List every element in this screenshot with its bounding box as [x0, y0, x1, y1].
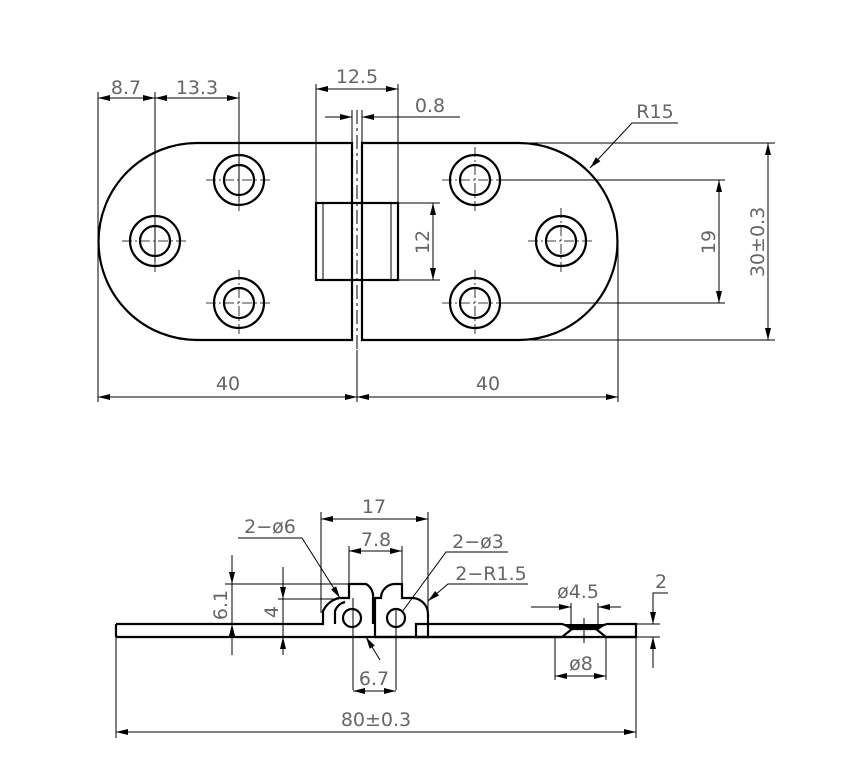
hinge-leaf-outline — [97, 141, 354, 342]
dim-dia8: ø8 — [569, 653, 593, 675]
dim-2-r1-5: 2−R1.5 — [455, 563, 526, 585]
dim-dia4-5: ø4.5 — [557, 581, 599, 603]
top-view: 8.7 13.3 12.5 0.8 R15 19 30±0.3 12 40 40 — [97, 66, 775, 402]
right-leaf-section — [373, 582, 430, 639]
dim-12: 12 — [412, 230, 434, 254]
dim-17: 17 — [362, 496, 386, 518]
dim-2: 2 — [655, 571, 667, 593]
dim-r15: R15 — [636, 101, 673, 123]
left-leaf-section — [116, 582, 375, 626]
dim-7-8: 7.8 — [361, 529, 391, 551]
dim-2-dia6: 2−ø6 — [244, 516, 296, 538]
pin-hole-left — [341, 607, 363, 629]
dim-12-5: 12.5 — [336, 66, 378, 88]
dim-13-3: 13.3 — [176, 77, 218, 99]
dim-6-1: 6.1 — [210, 590, 232, 620]
side-view: 17 7.8 2−ø6 2−ø3 2−R1.5 6.1 4 6.7 ø4.5 ø… — [114, 496, 668, 738]
hinge-leaf-outline-right — [360, 141, 619, 342]
dim-4: 4 — [261, 606, 283, 618]
mounting-hole — [528, 208, 594, 274]
mounting-hole — [206, 270, 272, 336]
dim-8-7: 8.7 — [111, 77, 141, 99]
dim-30: 30±0.3 — [747, 207, 769, 277]
dim-40-right: 40 — [476, 373, 500, 395]
dim-6-7: 6.7 — [359, 668, 389, 690]
mounting-holes — [122, 147, 594, 336]
mounting-hole — [442, 147, 508, 213]
dim-40-left: 40 — [216, 373, 240, 395]
dim-80: 80±0.3 — [341, 709, 411, 731]
dim-0-8: 0.8 — [415, 95, 445, 117]
dim-19: 19 — [698, 230, 720, 254]
dim-2-dia3: 2−ø3 — [452, 531, 504, 553]
mounting-hole — [442, 270, 508, 336]
